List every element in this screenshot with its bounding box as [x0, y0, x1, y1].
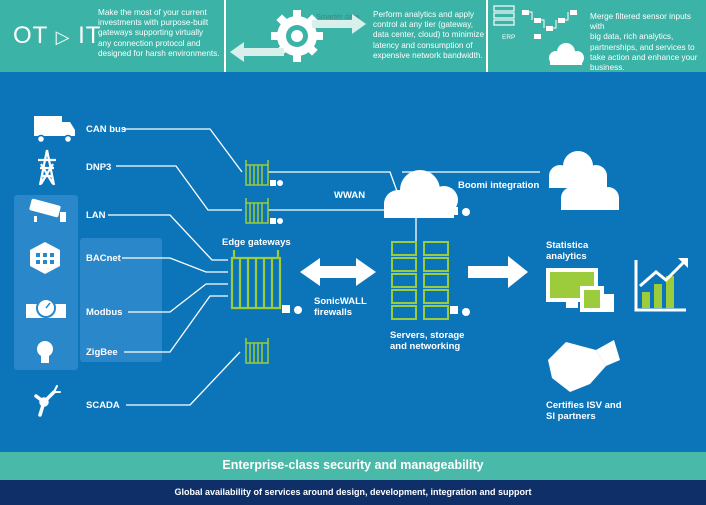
protocol-panel [80, 238, 162, 362]
boomi-label: Boomi integration [458, 180, 540, 191]
divider [224, 0, 226, 72]
light-bulb-icon [37, 341, 53, 363]
desc-line: big data, rich analytics, [590, 32, 674, 42]
truck-icon [34, 116, 75, 144]
statistica-line: analytics [546, 251, 587, 262]
erp-label: ERP [502, 34, 516, 41]
protocol-bacnet: BACnet [86, 253, 121, 264]
analytics-description: Perform analytics and apply control at a… [373, 10, 485, 61]
certifies-label: Certifies ISV and SI partners [546, 400, 622, 422]
desc-line: partnerships, and services to [590, 42, 695, 52]
protocol-can-bus: CAN bus [86, 124, 127, 135]
certifies-line: SI partners [546, 411, 596, 422]
protocol-scada: SCADA [86, 400, 120, 411]
edge-gateway-large-icon [230, 250, 282, 310]
desc-line: gateways supporting virtually [98, 28, 204, 38]
desc-line: data center, cloud) to minimize [373, 30, 485, 40]
logo-ot-text: OT [13, 22, 48, 49]
desc-line: Perform analytics and apply [373, 10, 475, 19]
right-arrow-icon [468, 256, 528, 288]
protocol-lines [108, 128, 540, 406]
sonicwall-label: SonicWALL firewalls [314, 296, 367, 318]
edge-gateway-small-icon [245, 338, 269, 364]
protocol-lan: LAN [86, 210, 106, 221]
edge-gateway-small-icon [245, 198, 269, 224]
protocol-zigbee: ZigBee [86, 347, 118, 358]
cloud-icon [384, 170, 458, 218]
erp-server-icon [493, 5, 515, 26]
server-rack-icon [391, 241, 449, 320]
logo-it-text: IT [78, 22, 102, 49]
logo-arrow-icon: ▷ [55, 27, 71, 47]
statistica-label: Statistica analytics [546, 240, 588, 262]
ot-description: Make the most of your current investment… [98, 8, 220, 59]
divider [486, 0, 488, 72]
workflow-icon [522, 10, 577, 39]
desc-line: business. [590, 63, 625, 73]
flow-meter-icon [26, 298, 66, 318]
top-banner: OT ▷ IT Make the most of your current in… [0, 0, 706, 72]
analytics-dashboard-icon [546, 268, 614, 312]
servers-line: Servers, storage [390, 330, 465, 341]
power-tower-icon [38, 149, 56, 186]
control-arrow-icon [230, 42, 284, 62]
protocol-modbus: Modbus [86, 307, 123, 318]
protocol-dnp3: DNP3 [86, 162, 112, 173]
desc-line: any connection protocol and [98, 38, 201, 48]
security-text: Enterprise-class security and manageabil… [222, 458, 484, 472]
building-icon [30, 242, 60, 274]
device-panel [14, 195, 78, 370]
edge-gateway-small-icon [245, 160, 269, 186]
servers-line: and networking [390, 341, 461, 352]
cloud-cluster-icon [549, 151, 619, 210]
statistica-line: Statistica [546, 240, 589, 251]
desc-line: Make the most of your current [98, 8, 207, 17]
merge-description: Merge filtered sensor inputs with big da… [590, 12, 706, 73]
double-arrow-icon [300, 258, 376, 286]
sonicwall-line: SonicWALL [314, 296, 367, 307]
ot-it-logo: OT ▷ IT [13, 22, 101, 50]
global-banner: Global availability of services around d… [0, 480, 706, 505]
desc-line: Merge filtered sensor inputs with [590, 12, 692, 32]
desc-line: expensive network bandwidth. [373, 50, 483, 60]
desc-line: latency and consumption of [373, 40, 473, 50]
desc-line: control at any tier (gateway, [373, 20, 473, 30]
security-camera-icon [29, 198, 66, 222]
desc-line: investments with purpose-built [98, 18, 209, 28]
wwan-label: WWAN [334, 190, 366, 201]
smarter-data-arrow-icon [312, 14, 366, 34]
servers-label: Servers, storage and networking [390, 330, 464, 352]
edge-gateways-label: Edge gateways [222, 237, 291, 248]
smarter-data-label: Smarter data [316, 12, 360, 21]
global-text: Global availability of services around d… [174, 487, 532, 497]
robot-arm-icon [34, 385, 61, 417]
certifies-line: Certifies ISV and [546, 400, 622, 411]
crm-cloud-icon [549, 43, 584, 65]
security-banner: Enterprise-class security and manageabil… [0, 452, 706, 480]
growth-chart-icon [634, 258, 688, 312]
handshake-icon [548, 340, 620, 392]
desc-line: take action and enhance your [590, 52, 698, 62]
sonicwall-line: firewalls [314, 307, 353, 318]
desc-line: designed for harsh environments. [98, 48, 220, 58]
